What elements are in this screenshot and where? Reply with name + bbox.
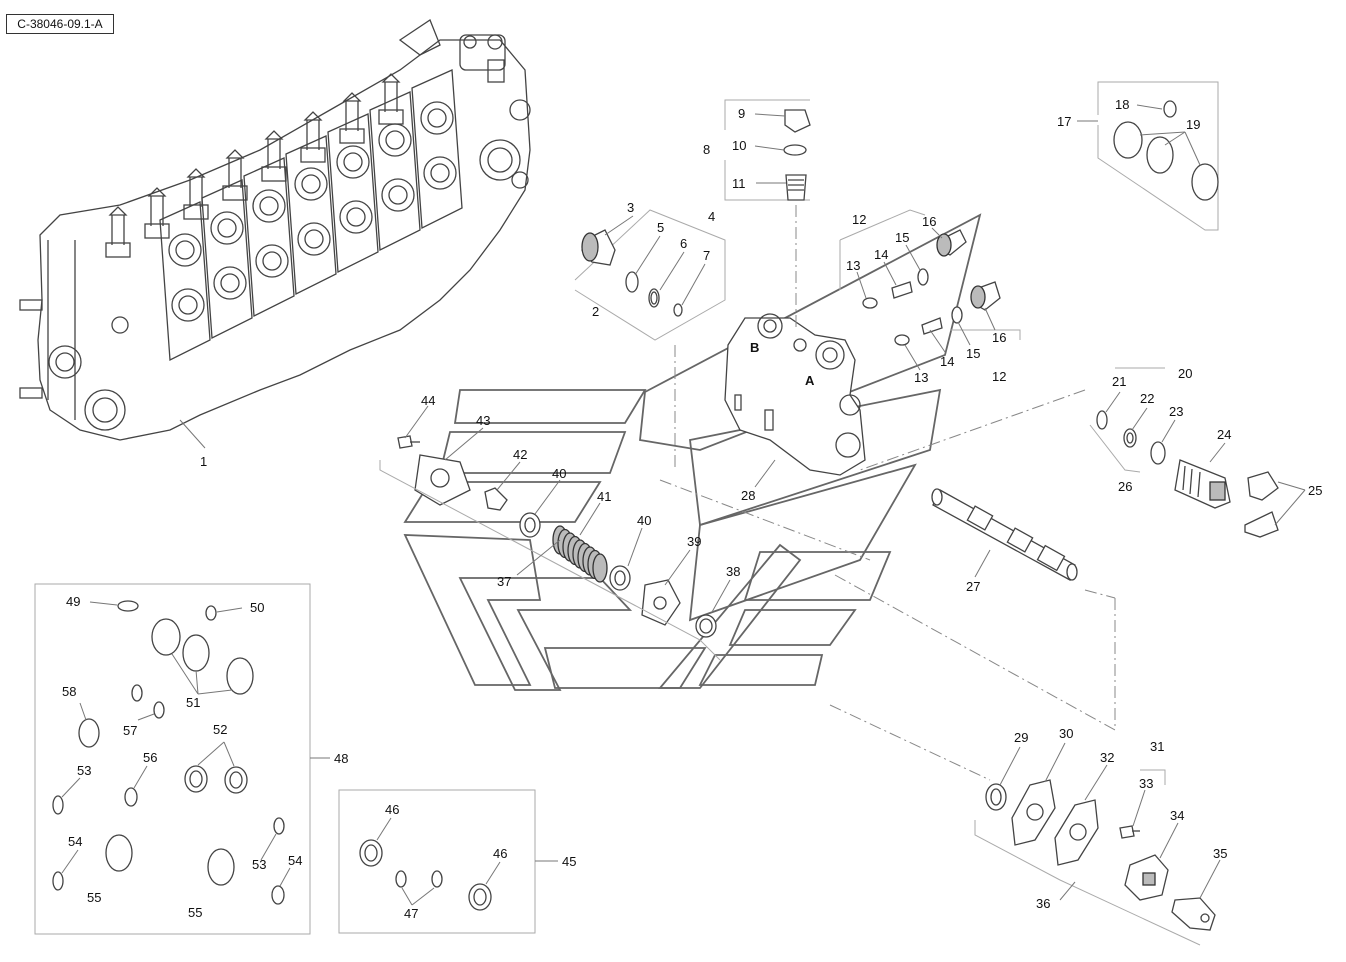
callout-9: 9 [738,106,745,121]
callout-18: 18 [1115,97,1129,112]
callout-32: 32 [1100,750,1114,765]
callout-44: 44 [421,393,435,408]
callout-23: 23 [1169,404,1183,419]
callout-51: 51 [186,695,200,710]
end-cap-group [974,779,1216,946]
callout-53-right: 53 [252,857,266,872]
callout-29: 29 [1014,730,1028,745]
callout-21: 21 [1112,374,1126,389]
callout-4: 4 [708,209,715,224]
callout-5: 5 [657,220,664,235]
callout-14-bottom: 14 [940,354,954,369]
callout-38: 38 [726,564,740,579]
callout-20: 20 [1178,366,1192,381]
callout-1: 1 [200,454,207,469]
callout-13-bottom: 13 [914,370,928,385]
callout-30: 30 [1059,726,1073,741]
callout-40-upper: 40 [552,466,566,481]
callout-54-right: 54 [288,853,302,868]
detent-group [1089,367,1279,538]
callout-47: 47 [404,906,418,921]
callout-28: 28 [741,488,755,503]
check-plug-group [724,99,811,201]
callout-16-bottom: 16 [992,330,1006,345]
callout-54-left: 54 [68,834,82,849]
callout-12-bottom: 12 [992,369,1006,384]
callout-27: 27 [966,579,980,594]
callout-12-top: 12 [852,212,866,227]
seal-kit-45 [338,789,536,934]
callout-49: 49 [66,594,80,609]
callout-14-top: 14 [874,247,888,262]
callout-22: 22 [1140,391,1154,406]
spool [931,488,1078,581]
callout-40-lower: 40 [637,513,651,528]
callout-11: 11 [732,176,746,191]
callout-48: 48 [334,751,348,766]
callout-10: 10 [732,138,746,153]
callout-15-bottom: 15 [966,346,980,361]
control-valve-assembly [19,19,531,441]
callout-41: 41 [597,489,611,504]
callout-42: 42 [513,447,527,462]
valve-housing: B A [724,313,866,476]
callout-55-left: 55 [87,890,101,905]
callout-6: 6 [680,236,687,251]
port-b-marking: B [750,340,759,355]
callout-25: 25 [1308,483,1322,498]
callout-46-upper: 46 [385,802,399,817]
callout-35: 35 [1213,846,1227,861]
callout-36: 36 [1036,896,1050,911]
callout-17: 17 [1057,114,1071,129]
callout-55-right: 55 [188,905,202,920]
callout-7: 7 [703,248,710,263]
callout-56: 56 [143,750,157,765]
callout-3: 3 [627,200,634,215]
callout-13-top: 13 [846,258,860,273]
callout-43: 43 [476,413,490,428]
reference-code-label: C-38046-09.1-A [6,14,114,34]
callout-24: 24 [1217,427,1231,442]
callout-53-left: 53 [77,763,91,778]
callout-16-top: 16 [922,214,936,229]
seal-kit-48 [34,583,311,935]
callout-8: 8 [703,142,710,157]
callout-34: 34 [1170,808,1184,823]
callout-26: 26 [1118,479,1132,494]
check-valve-group [839,209,1021,346]
callout-37: 37 [497,574,511,589]
callout-39: 39 [687,534,701,549]
relief-plug-group [574,209,726,341]
callout-45: 45 [562,854,576,869]
callout-46-lower: 46 [493,846,507,861]
callout-31: 31 [1150,739,1164,754]
callout-15-top: 15 [895,230,909,245]
callout-33: 33 [1139,776,1153,791]
port-a-marking: A [805,373,815,388]
callout-19: 19 [1186,117,1200,132]
callout-50: 50 [250,600,264,615]
callout-58: 58 [62,684,76,699]
callout-2: 2 [592,304,599,319]
seal-kit-17 [1097,81,1219,231]
spring-group [397,435,717,638]
callout-57: 57 [123,723,137,738]
callout-52: 52 [213,722,227,737]
